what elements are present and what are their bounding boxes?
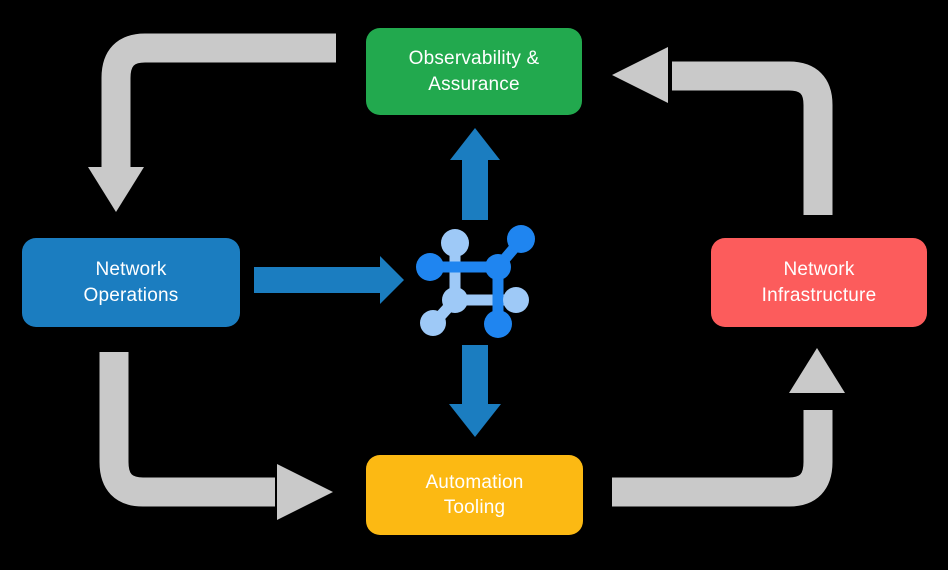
network-nodes-icon xyxy=(416,225,535,338)
node-network-infrastructure[interactable]: Network Infrastructure xyxy=(711,238,927,327)
arrow-hub-to-observability xyxy=(450,128,500,220)
node-network-operations[interactable]: Network Operations xyxy=(22,238,240,327)
arrow-observability-to-operations xyxy=(88,33,336,212)
node-label-observability-assurance: Observability & Assurance xyxy=(408,48,540,95)
arrow-hub-to-automation xyxy=(449,345,501,437)
node-observability-assurance[interactable]: Observability & Assurance xyxy=(366,28,582,115)
node-label-network-operations: Network Operations xyxy=(83,259,179,306)
node-label-automation-tooling: Automation Tooling xyxy=(425,471,524,518)
node-automation-tooling[interactable]: Automation Tooling xyxy=(366,455,583,535)
arrow-operations-to-hub xyxy=(254,256,404,304)
arrow-automation-to-infrastructure xyxy=(612,348,845,507)
arrow-infrastructure-to-observability xyxy=(612,47,833,215)
arrow-operations-to-automation xyxy=(99,352,333,520)
node-label-network-infrastructure: Network Infrastructure xyxy=(761,259,877,306)
